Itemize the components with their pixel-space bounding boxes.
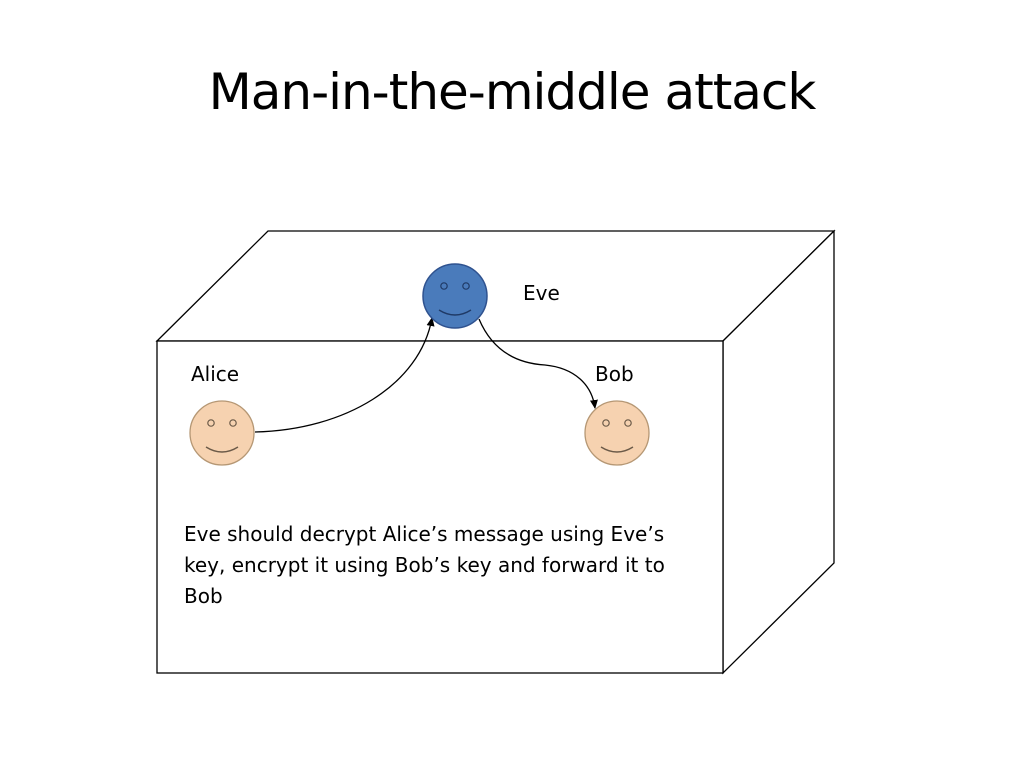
arrow-alice-to-eve [254, 317, 435, 433]
alice-label: Alice [191, 362, 240, 386]
bob-label: Bob [595, 362, 634, 386]
box-top-face [155, 230, 836, 342]
box-3d [155, 229, 836, 675]
eve-label: Eve [523, 281, 560, 305]
bob-smiley-face-icon [584, 400, 650, 466]
box-front-face [156, 340, 724, 674]
alice-smiley-face-icon [189, 400, 255, 466]
attack-description: Eve should decrypt Alice’s message using… [184, 522, 665, 608]
arrow-eve-to-bob [478, 318, 598, 409]
slide-title: Man-in-the-middle attack [208, 63, 817, 121]
eve-smiley-face-icon [422, 263, 488, 329]
